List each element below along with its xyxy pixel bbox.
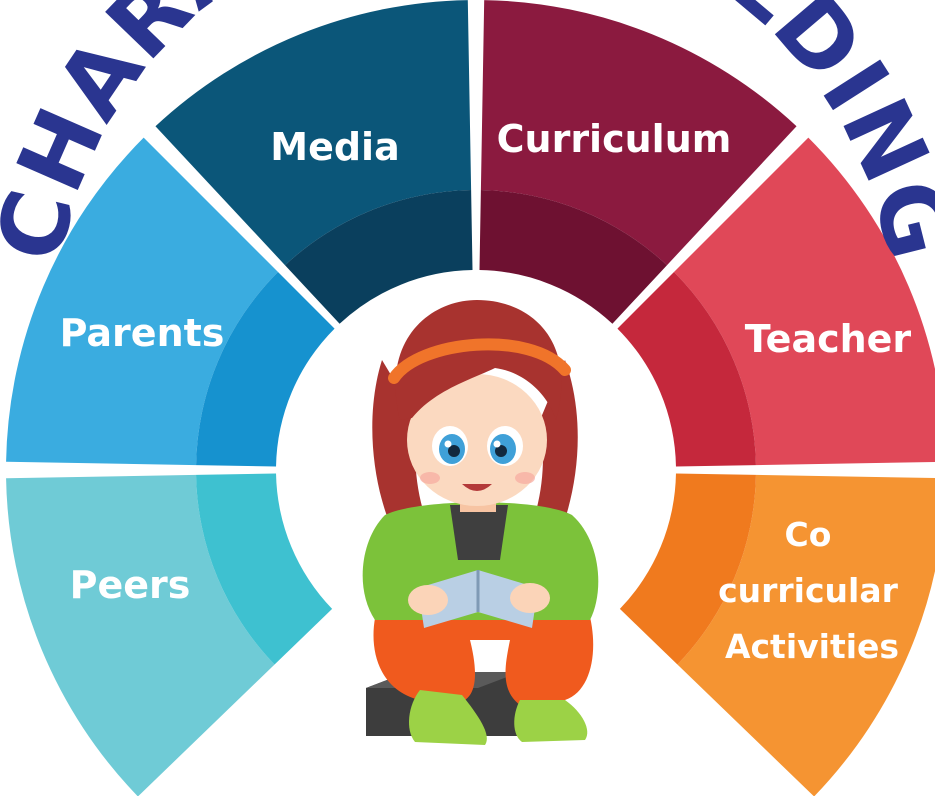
hand-left: [408, 585, 448, 615]
segment-media-outer: [155, 0, 472, 266]
hoodie-shirt: [450, 505, 508, 560]
segment-teacher: Teacher: [617, 137, 935, 467]
shoe-right: [514, 700, 588, 742]
segment-peers: Peers: [6, 473, 333, 796]
segment-curriculum: Curriculum: [479, 0, 797, 324]
segment-parents-outer: [6, 137, 279, 466]
cheek-left: [420, 472, 440, 484]
segment-co-curricular-label-line1: Co: [785, 515, 832, 554]
hair-back-right: [515, 360, 578, 560]
segment-co-curricular-outer: [677, 474, 935, 796]
segment-peers-label: Peers: [70, 563, 191, 607]
segment-media: Media: [155, 0, 473, 324]
segment-co-curricular-label-line2: curricular: [718, 571, 899, 610]
segment-media-label: Media: [270, 125, 399, 169]
segment-parents-label: Parents: [60, 311, 225, 355]
segment-curriculum-label: Curriculum: [497, 117, 732, 161]
eye-right-pupil: [495, 445, 507, 457]
eye-right-shine: [493, 440, 501, 448]
hand-right: [510, 583, 550, 613]
headband: [388, 338, 571, 384]
segment-teacher-outer: [673, 137, 935, 466]
segment-curriculum-outer: [480, 0, 797, 266]
eye-left-shine: [444, 440, 452, 448]
segment-co-curricular-label-line3: Activities: [725, 627, 899, 666]
segment-peers-outer: [6, 474, 275, 796]
mouth: [462, 484, 492, 491]
segment-media-inner: [285, 190, 473, 324]
eye-left-pupil: [448, 445, 460, 457]
segment-teacher-label: Teacher: [745, 317, 912, 361]
segment-teacher-inner: [617, 272, 756, 467]
segment-parents: Parents: [6, 137, 335, 467]
hair-top: [395, 300, 562, 420]
segment-curriculum-inner: [479, 190, 667, 324]
segment-co-curricular: Co curricular Activities: [619, 473, 935, 796]
cheek-right: [515, 472, 535, 484]
girl-reading-illustration: [362, 300, 599, 745]
segment-parents-inner: [196, 272, 335, 467]
shoe-left: [408, 690, 487, 745]
hair-back: [372, 360, 445, 560]
segment-peers-inner: [196, 473, 333, 665]
face: [407, 374, 547, 506]
segment-co-curricular-inner: [619, 473, 756, 665]
